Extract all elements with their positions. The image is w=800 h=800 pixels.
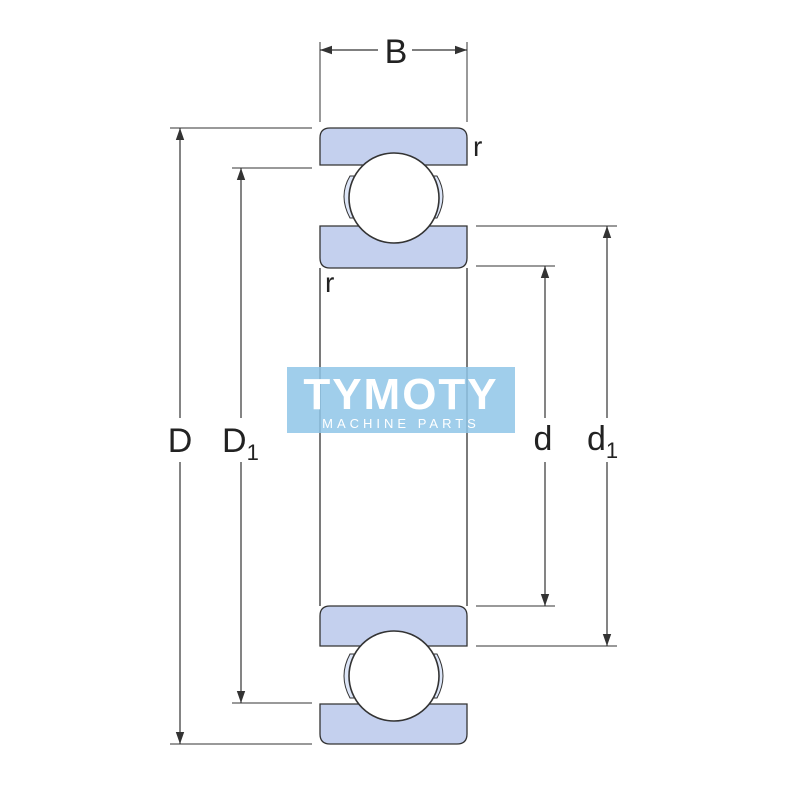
watermark-title: TYMOTY <box>303 370 498 419</box>
extension-lines <box>170 42 617 745</box>
top-inner-ring <box>319 225 468 269</box>
watermark-box <box>287 367 515 433</box>
label-r-top: r <box>473 131 482 162</box>
label-B: B <box>385 33 408 71</box>
bottom-inner-ring <box>319 605 468 647</box>
watermark-subtitle: MACHINE PARTS <box>322 416 480 431</box>
dimension-lines <box>175 45 612 744</box>
label-d: d <box>534 420 553 458</box>
bottom-ball <box>348 630 440 722</box>
bottom-half <box>319 605 468 745</box>
label-D: D <box>168 422 193 460</box>
label-d1-main: d <box>587 420 606 458</box>
watermark: TYMOTY MACHINE PARTS <box>287 367 515 433</box>
bottom-outer-ring <box>319 703 468 745</box>
label-D1-sub: 1 <box>247 440 259 465</box>
bearing-cross-section <box>319 127 468 745</box>
label-D1-main: D <box>222 422 247 460</box>
label-r-inner: r <box>325 267 334 298</box>
label-d1: d1 <box>587 420 618 463</box>
label-d1-sub: 1 <box>606 438 618 463</box>
label-D1: D1 <box>222 422 259 465</box>
top-outer-ring <box>319 127 468 166</box>
top-half <box>319 127 468 269</box>
top-ball <box>348 152 440 244</box>
